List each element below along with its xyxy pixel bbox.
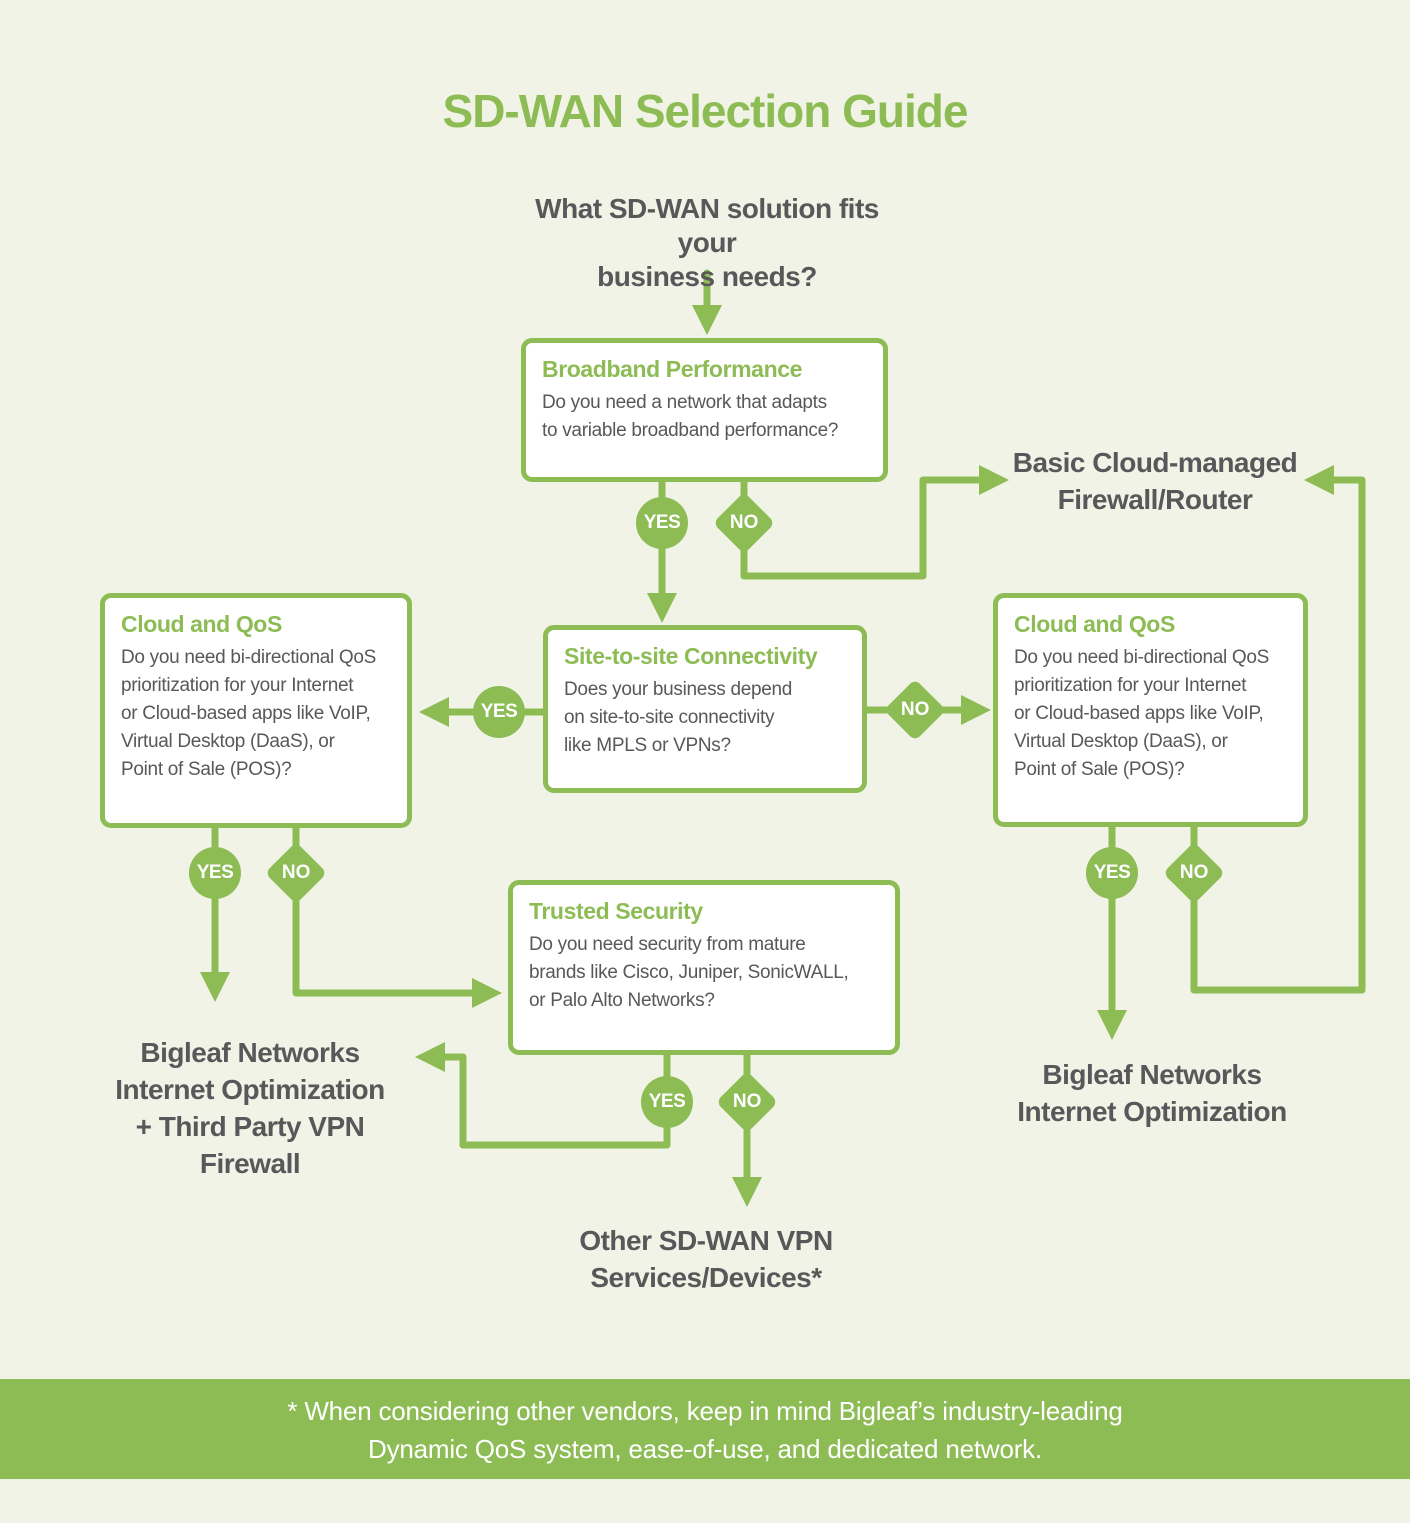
node-cloud-and-qos-right-question: Do you need bi-directional QoS prioritiz…	[1014, 647, 1270, 780]
trusted-yes-label: YES	[648, 1091, 686, 1112]
cloudqos-right-yes-badge: YES	[1086, 847, 1138, 899]
node-site-to-site-connectivity-question: Does your business depend on site-to-sit…	[564, 679, 793, 756]
connector-trusted-yes-to-bigleaf-vpn	[414, 1041, 671, 1149]
connector-cloudqos-left-no-to-trusted	[292, 824, 503, 1009]
trusted-no-label: NO	[732, 1091, 762, 1112]
cloudqos-right-yes-label: YES	[1093, 862, 1131, 883]
outcome-basic-cloud-managed-firewall-router: Basic Cloud-managed Firewall/Router	[1012, 447, 1298, 515]
node-trusted-security-question: Do you need security from mature brands …	[529, 934, 849, 1011]
outcome-bigleaf-internet-optimization: Bigleaf Networks Internet Optimization	[1017, 1059, 1287, 1127]
site-yes-badge: YES	[473, 686, 525, 738]
node-cloud-and-qos-left-question: Do you need bi-directional QoS prioritiz…	[121, 647, 377, 780]
broadband-yes-label: YES	[643, 512, 681, 533]
broadband-yes-badge: YES	[636, 497, 688, 549]
broadband-no-label: NO	[729, 512, 759, 533]
cloudqos-left-no-label: NO	[281, 862, 311, 883]
outcome-other-sdwan-vpn-services: Other SD-WAN VPN Services/Devices*	[579, 1225, 833, 1293]
node-trusted-security: Trusted Security Do you need security fr…	[508, 880, 900, 1055]
cloudqos-left-yes-label: YES	[196, 862, 234, 883]
node-cloud-and-qos-left-title: Cloud and QoS	[121, 611, 282, 637]
cloudqos-left-yes-badge: YES	[189, 847, 241, 899]
node-cloud-and-qos-right: Cloud and QoS Do you need bi-directional…	[993, 593, 1308, 827]
footnote-bar: * When considering other vendors, keep i…	[0, 1379, 1410, 1479]
trusted-yes-badge: YES	[641, 1076, 693, 1128]
intro-question: What SD-WAN solution fits your business …	[535, 193, 879, 292]
node-site-to-site-connectivity-title: Site-to-site Connectivity	[564, 643, 818, 669]
page-title: SD-WAN Selection Guide	[442, 85, 969, 137]
connector-broadband-no-to-basic-firewall	[740, 464, 1010, 580]
node-cloud-and-qos-right-title: Cloud and QoS	[1014, 611, 1175, 637]
node-trusted-security-title: Trusted Security	[529, 898, 703, 924]
node-broadband-performance-title: Broadband Performance	[542, 356, 802, 382]
connector-cloudqos-right-no-to-basic-firewall	[1190, 464, 1366, 994]
node-broadband-performance: Broadband Performance Do you need a netw…	[521, 338, 888, 482]
site-yes-label: YES	[480, 701, 518, 722]
outcome-bigleaf-internet-optimization-plus-vpn-firewall: Bigleaf Networks Internet Optimization +…	[115, 1037, 385, 1179]
site-no-label: NO	[900, 699, 930, 720]
cloudqos-right-no-label: NO	[1179, 862, 1209, 883]
node-broadband-performance-question: Do you need a network that adapts to var…	[542, 392, 839, 441]
node-site-to-site-connectivity: Site-to-site Connectivity Does your busi…	[543, 625, 867, 793]
node-cloud-and-qos-left: Cloud and QoS Do you need bi-directional…	[100, 593, 412, 828]
